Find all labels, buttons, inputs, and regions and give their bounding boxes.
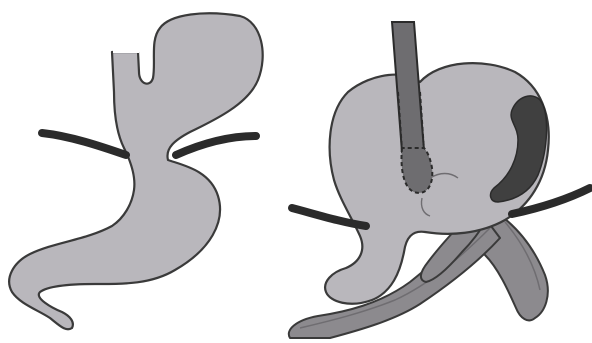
left-diaphragm-left-band [42,133,126,155]
left-stomach-shape [9,13,263,329]
left-diaphragm-right-band [176,136,256,155]
right-panel [289,22,590,338]
left-panel [9,13,263,329]
